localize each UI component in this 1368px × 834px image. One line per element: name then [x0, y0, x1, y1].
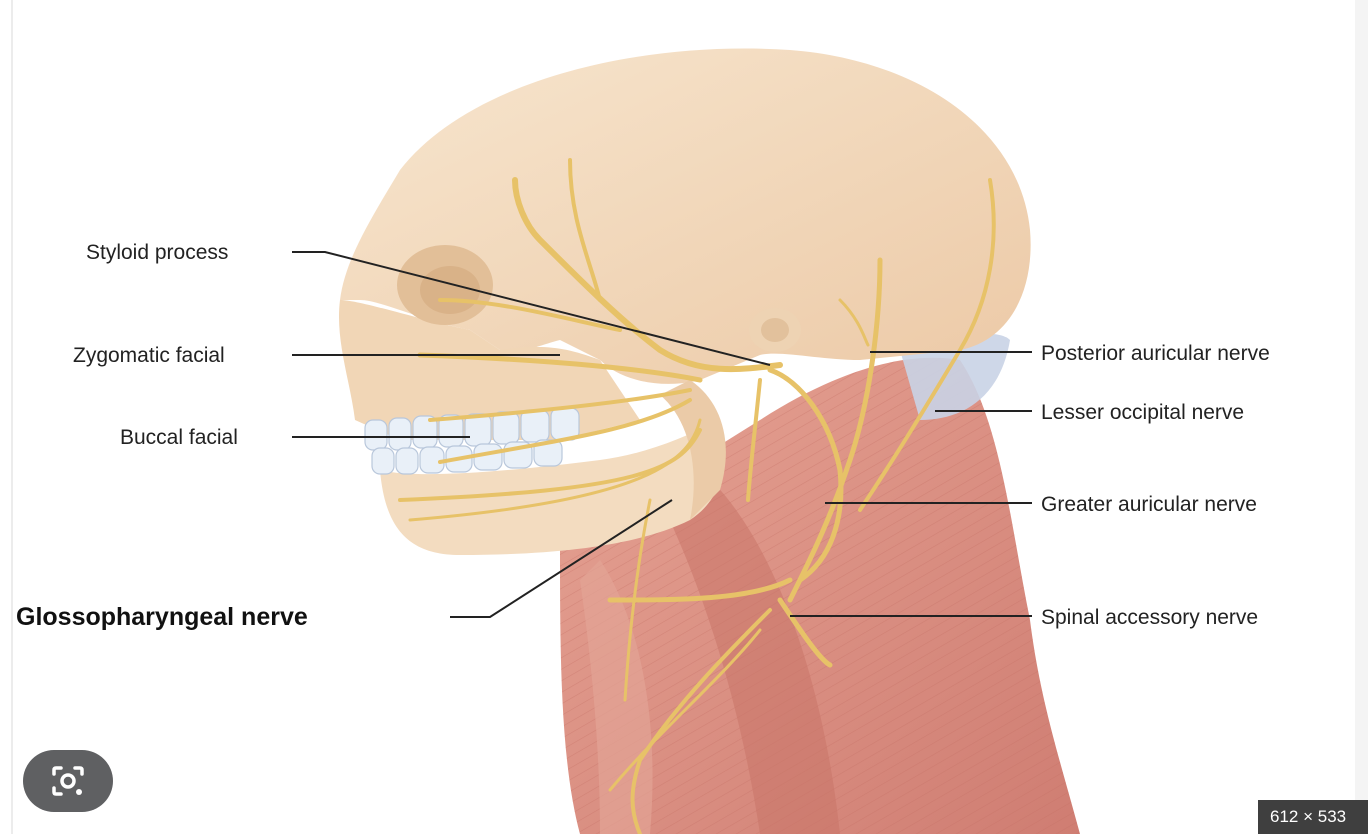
- label-spinal-accessory-nerve: Spinal accessory nerve: [1041, 606, 1258, 629]
- label-buccal-facial: Buccal facial: [120, 426, 238, 449]
- label-styloid-process: Styloid process: [86, 241, 228, 264]
- image-dimensions-badge: 612 × 533: [1258, 800, 1368, 834]
- lens-search-button[interactable]: [23, 750, 113, 812]
- label-zygomatic-facial: Zygomatic facial: [73, 344, 225, 367]
- label-lesser-occipital-nerve: Lesser occipital nerve: [1041, 401, 1244, 424]
- lens-search-icon: [48, 764, 88, 798]
- label-glossopharyngeal-nerve: Glossopharyngeal nerve: [16, 603, 308, 631]
- label-greater-auricular-nerve: Greater auricular nerve: [1041, 493, 1257, 516]
- label-posterior-auricular-nerve: Posterior auricular nerve: [1041, 342, 1270, 365]
